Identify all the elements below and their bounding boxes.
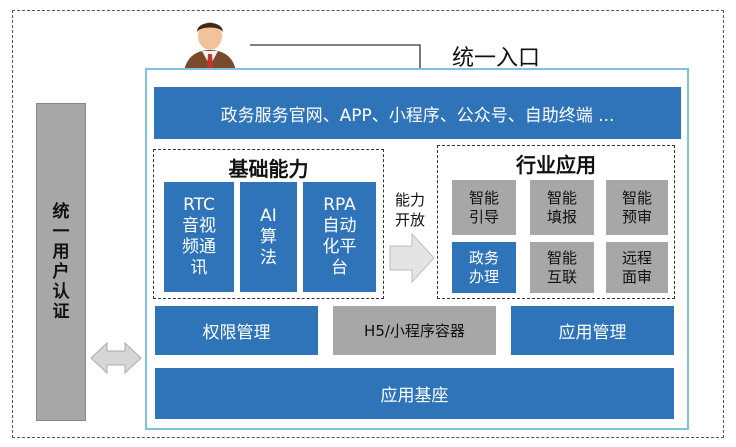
tile-rpa-label: RPA 自动 化平 台: [322, 195, 357, 278]
permission-management-bar: 权限管理: [155, 306, 318, 355]
tile-smart-review-label: 智能 预审: [621, 188, 652, 226]
tile-smart-guide: 智能 引导: [452, 180, 516, 235]
outer-dashed-frame: [12, 10, 724, 438]
tile-gov-service: 政务 办理: [452, 242, 516, 293]
app-base-bar: 应用基座: [155, 368, 674, 419]
entry-channels-bar: 政务服务官网、APP、小程序、公众号、自助终端 ...: [154, 87, 681, 139]
user-auth-label: 统一用户认证: [52, 202, 70, 322]
double-arrow-icon: [90, 341, 142, 375]
tile-remote-review: 远程 面审: [606, 242, 668, 293]
tile-smart-connect: 智能 互联: [530, 242, 594, 293]
tile-rtc: RTC 音视 频通 讯: [164, 182, 234, 292]
industry-apps-title: 行业应用: [516, 153, 596, 177]
user-icon: [178, 14, 242, 72]
unified-entry-label: 统一入口: [452, 46, 541, 71]
tile-remote-review-label: 远程 面审: [621, 248, 652, 286]
user-auth-bar: 统一用户认证: [36, 103, 86, 421]
open-capability-arrow: [389, 232, 435, 284]
tile-smart-connect-label: 智能 互联: [546, 248, 577, 286]
h5-container-bar: H5/小程序容器: [333, 306, 496, 355]
tile-ai-label: AI 算 法: [260, 205, 277, 268]
tile-smart-review: 智能 预审: [606, 180, 668, 235]
basic-capabilities-title: 基础能力: [228, 157, 309, 181]
tile-smart-fill: 智能 填报: [530, 180, 594, 235]
tile-smart-fill-label: 智能 填报: [546, 188, 577, 226]
tile-rtc-label: RTC 音视 频通 讯: [182, 195, 216, 278]
tile-ai: AI 算 法: [240, 182, 297, 292]
tile-gov-service-label: 政务 办理: [468, 248, 499, 286]
tile-smart-guide-label: 智能 引导: [468, 188, 499, 226]
open-capability-label: 能力 开放: [394, 191, 425, 229]
tile-rpa: RPA 自动 化平 台: [303, 182, 376, 292]
app-management-bar: 应用管理: [511, 306, 674, 355]
